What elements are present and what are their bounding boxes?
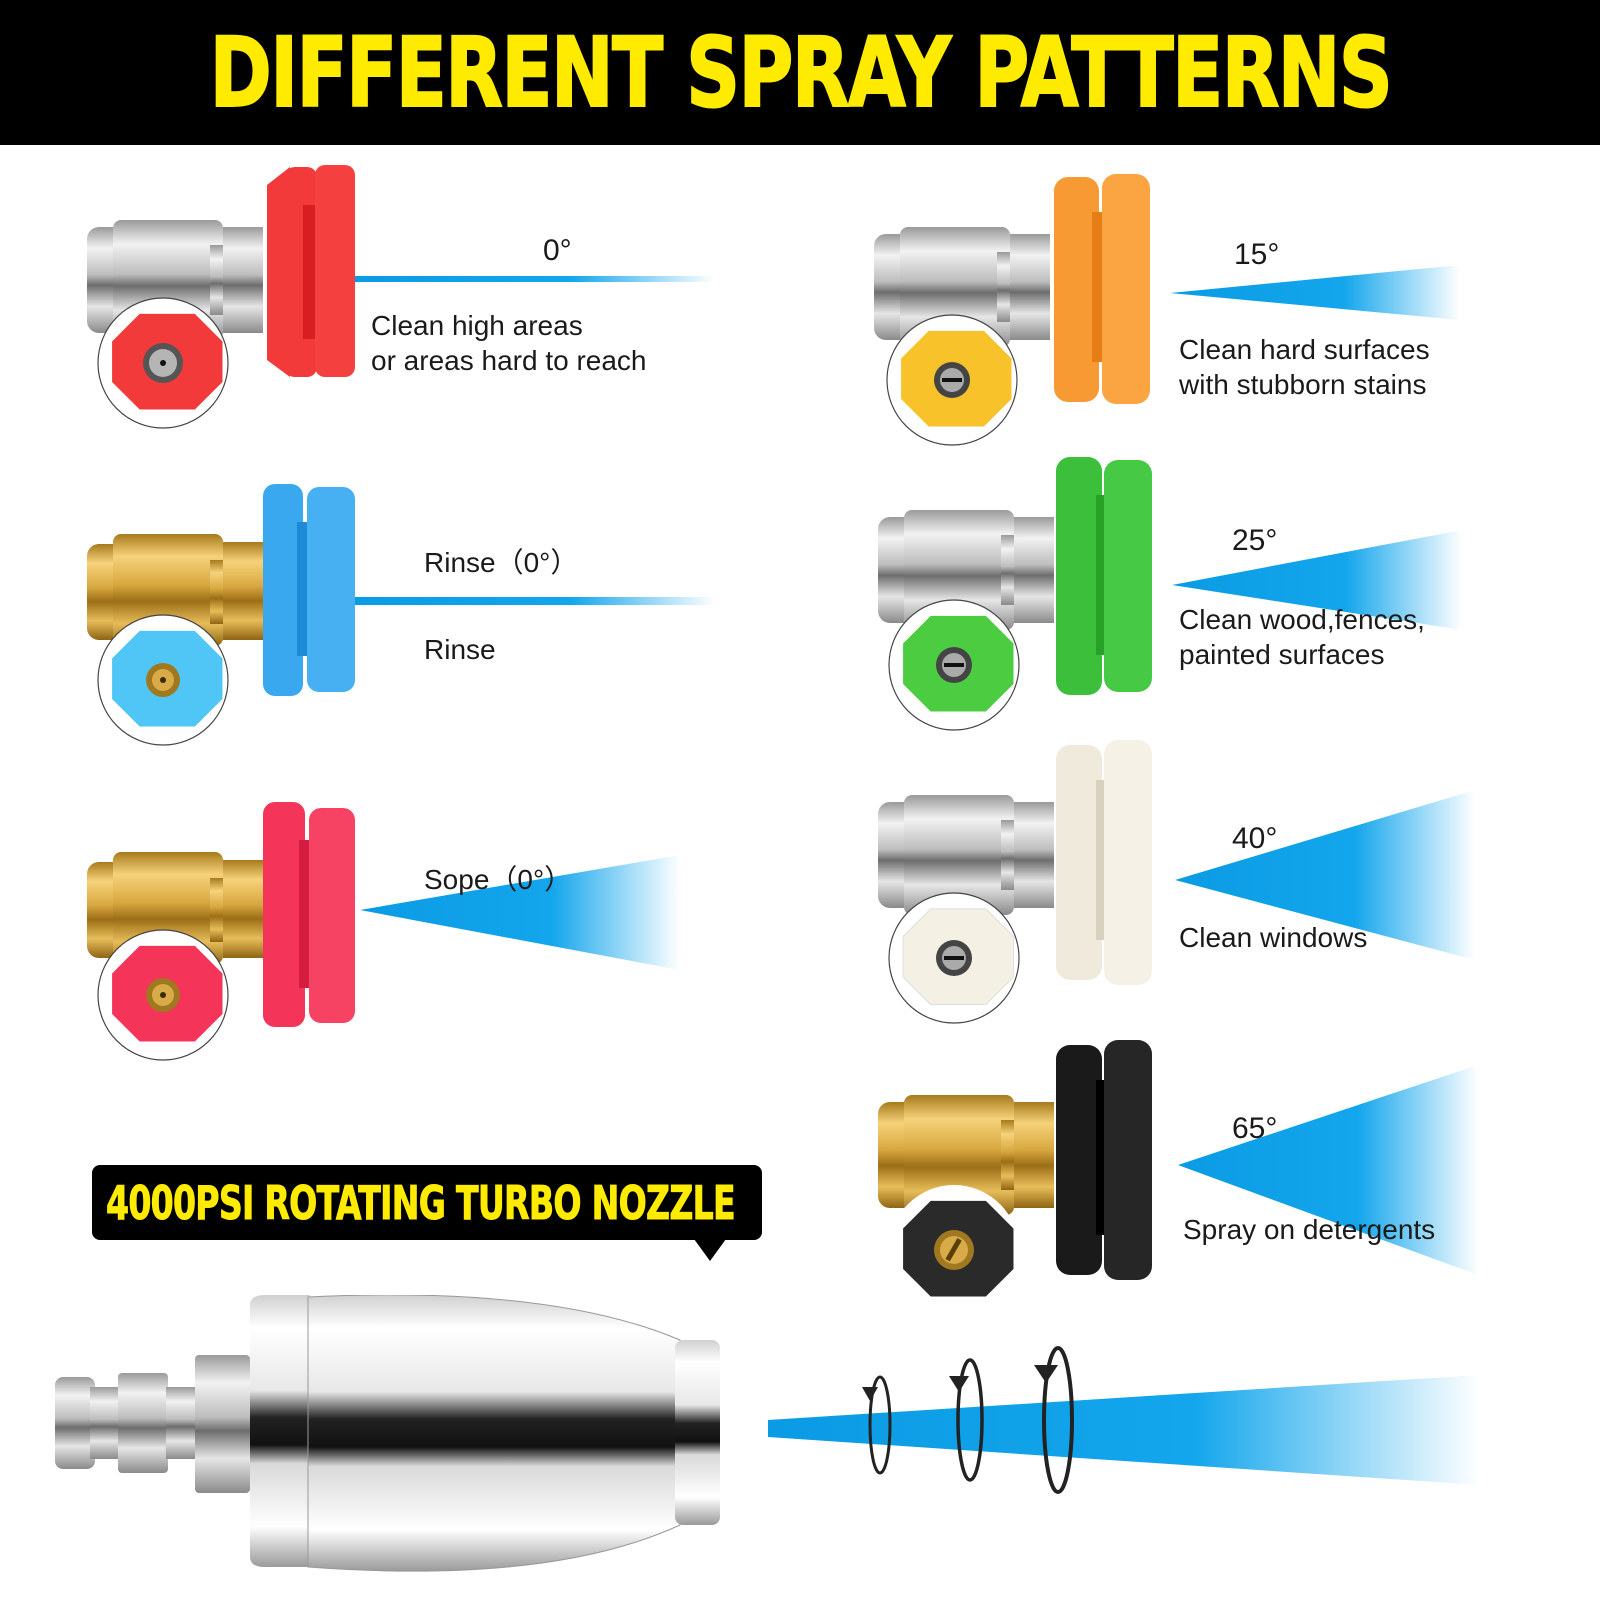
- rotation-arrow-icon: [949, 1358, 984, 1482]
- turbo-spray-beam: [768, 1375, 1480, 1485]
- spray-15-fan: [1170, 265, 1460, 320]
- angle-label-65: 65°: [1232, 1112, 1278, 1145]
- rinse-angle-label: Rinse（0°）: [424, 547, 579, 578]
- description-40-line1: Clean windows: [1179, 922, 1368, 953]
- description-65-line1: Spray on detergents: [1183, 1214, 1436, 1245]
- orange-15-nozzle-icon: [874, 174, 1150, 446]
- green-25-nozzle-icon: [878, 457, 1152, 731]
- black-65-nozzle-icon: [878, 1040, 1152, 1315]
- spray-rinse-line: [355, 597, 715, 605]
- rinse-description: Rinse: [424, 634, 496, 665]
- angle-label-15: 15°: [1234, 238, 1280, 271]
- description-25-line1: Clean wood,fences,: [1179, 604, 1425, 635]
- spray-65-fan: [1178, 1065, 1478, 1275]
- angle-label-40: 40°: [1232, 822, 1278, 855]
- description-15-line1: Clean hard surfaces: [1179, 334, 1430, 365]
- white-40-nozzle-icon: [878, 740, 1152, 1024]
- soap-angle-label: Sope（0°）: [424, 864, 573, 895]
- turbo-nozzle-icon: [55, 1295, 720, 1572]
- description-15-line2: with stubborn stains: [1179, 369, 1427, 400]
- description-0-line1: Clean high areas: [371, 310, 583, 341]
- rotation-arrow-icon: [1034, 1346, 1074, 1494]
- spray-soap-fan: [360, 855, 680, 970]
- spray-25-fan: [1172, 530, 1462, 630]
- red-nozzle-icon: [87, 165, 355, 429]
- turbo-nozzle-title: 4000PSI ROTATING TURBO NOZZLE: [106, 1175, 736, 1230]
- rotation-arrow-icon: [862, 1375, 892, 1475]
- spray-40-fan: [1175, 790, 1475, 960]
- angle-label-0: 0°: [543, 234, 572, 267]
- spray-0-line: [355, 276, 715, 282]
- description-0-line2: or areas hard to reach: [371, 345, 647, 376]
- description-25-line2: painted surfaces: [1179, 639, 1385, 670]
- page-title: DIFFERENT SPRAY PATTERNS: [208, 16, 1393, 130]
- title-banner: DIFFERENT SPRAY PATTERNS: [0, 0, 1600, 145]
- pink-soap-nozzle-icon: [87, 802, 355, 1061]
- angle-label-25: 25°: [1232, 524, 1278, 557]
- blue-rinse-nozzle-icon: [87, 484, 355, 746]
- turbo-nozzle-callout: 4000PSI ROTATING TURBO NOZZLE: [92, 1165, 762, 1261]
